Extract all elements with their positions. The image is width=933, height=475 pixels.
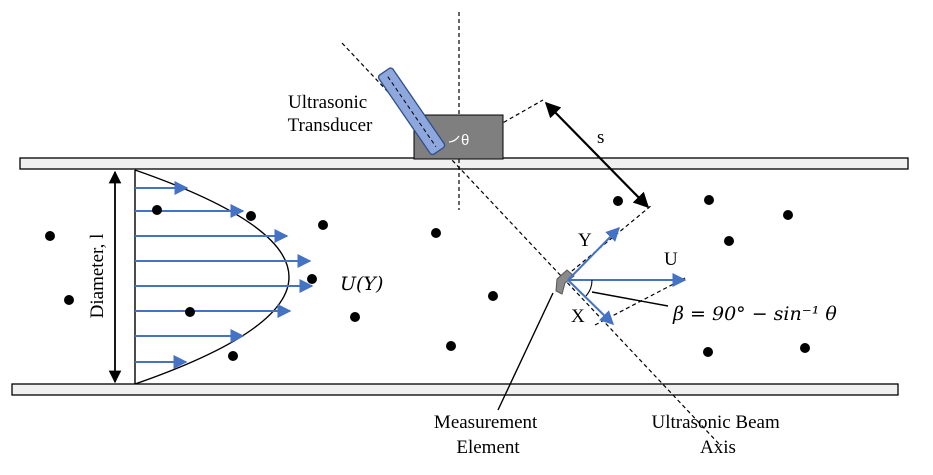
measurement-element-label: Measurement Element — [434, 412, 542, 458]
particle — [307, 274, 317, 284]
transducer-label: Ultrasonic Transducer — [288, 92, 373, 136]
y-axis-arrow — [567, 227, 620, 281]
beta-angle-arc — [585, 279, 593, 297]
particle — [318, 220, 328, 230]
velocity-profile-curve — [134, 169, 290, 385]
particles — [45, 195, 810, 361]
velocity-profile-arrows — [135, 181, 314, 369]
distance-s-arrow — [544, 101, 650, 209]
particle — [431, 228, 441, 238]
particle — [64, 295, 74, 305]
particle — [783, 210, 793, 220]
particle — [613, 196, 623, 206]
pipe-wall-top — [19, 157, 909, 170]
particle — [704, 195, 714, 205]
measurement-leader-line — [497, 292, 554, 411]
particle — [152, 205, 162, 215]
particle — [246, 211, 256, 221]
particle — [446, 341, 456, 351]
measurement-element — [555, 269, 575, 295]
ultrasonic-transducer-probe — [377, 67, 446, 156]
beam-construction-line-2 — [560, 204, 653, 281]
particle — [228, 351, 238, 361]
x-axis-arrow — [567, 279, 615, 325]
particle — [185, 307, 195, 317]
diameter-label: Diameter, l — [87, 234, 108, 319]
particle — [350, 312, 360, 322]
theta-angle-arc — [448, 135, 460, 143]
y-axis-label: Y — [578, 230, 592, 251]
x-axis-label: X — [571, 306, 585, 327]
velocity-profile-label: U(Y) — [340, 273, 383, 295]
particle — [800, 343, 810, 353]
distance-s-label: s — [597, 127, 604, 148]
u-velocity-label: U — [664, 249, 678, 270]
beta-leader-line — [591, 291, 669, 307]
beta-formula: β = 90° − sin⁻¹ θ — [672, 303, 837, 325]
particle — [45, 231, 55, 241]
particle — [703, 347, 713, 357]
theta-label: θ — [461, 132, 469, 149]
particle — [724, 236, 734, 246]
particle — [488, 291, 498, 301]
beam-axis-label: Ultrasonic Beam Axis — [652, 412, 785, 458]
pipe-wall-bottom — [11, 383, 899, 396]
